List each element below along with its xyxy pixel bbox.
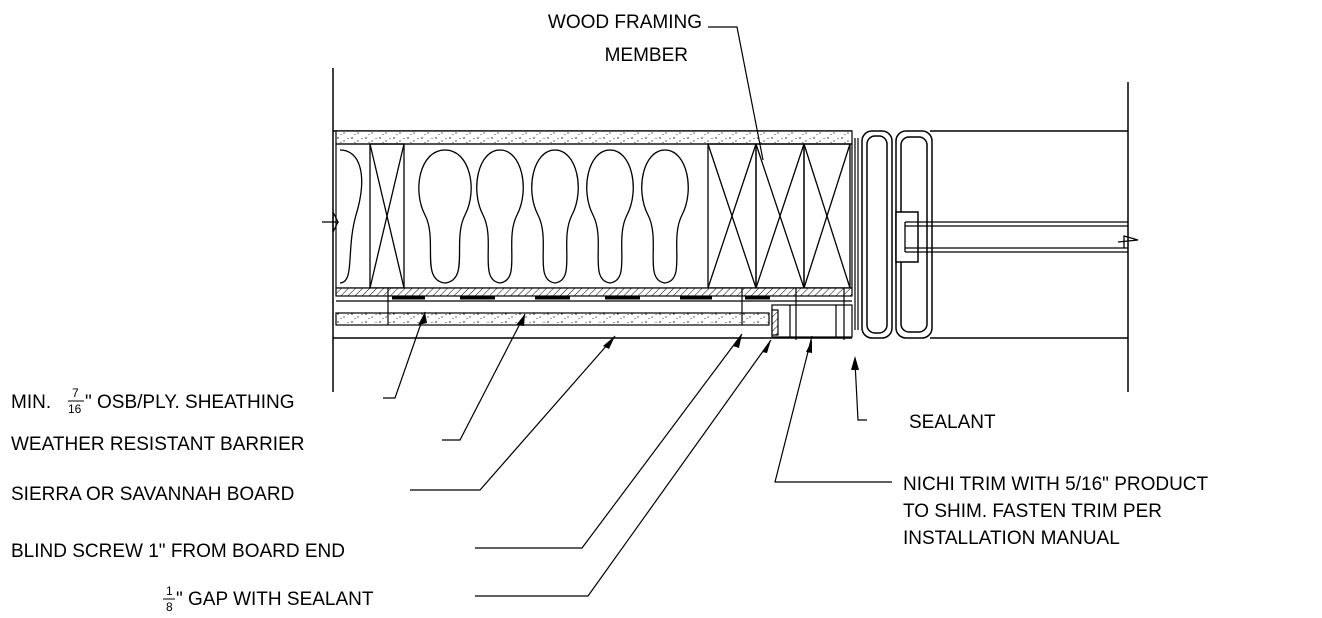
leader-arrowheads: [418, 312, 859, 370]
nichi-trim-label-line1: NICHI TRIM WITH 5/16" PRODUCT: [903, 474, 1209, 495]
gap-label-suffix: " GAP WITH SEALANT: [176, 589, 374, 610]
glazing-unit: [904, 221, 1139, 253]
nichi-trim-label-line3: INSTALLATION MANUAL: [903, 528, 1120, 549]
osb-label-prefix: MIN.: [11, 392, 51, 413]
insulation-batts: [335, 143, 853, 289]
osb-label-suffix: " OSB/PLY. SHEATHING: [85, 392, 294, 413]
wood-framing-label-line1: WOOD FRAMING: [548, 12, 702, 33]
osb-fraction-numerator: 7: [72, 386, 79, 400]
break-line-left: [322, 211, 340, 233]
blind-screw-label: BLIND SCREW 1" FROM BOARD END: [11, 541, 345, 562]
siding-board-label: SIERRA OR SAVANNAH BOARD: [11, 484, 294, 505]
gap-fraction-denominator: 8: [166, 600, 173, 614]
wrb-label: WEATHER RESISTANT BARRIER: [11, 434, 304, 455]
gap-fraction-numerator: 1: [166, 584, 173, 598]
wood-framing-label-line2: MEMBER: [605, 45, 688, 66]
wood-framing-studs: [369, 143, 851, 289]
sealant-label: SEALANT: [909, 412, 996, 433]
osb-sheathing: [335, 287, 853, 297]
siding-board: [335, 312, 770, 326]
gap-sealant-label: 1 8 " GAP WITH SEALANT: [163, 584, 374, 614]
wall-boundaries: [332, 68, 1129, 392]
osb-sheathing-label: MIN. 7 16 " OSB/PLY. SHEATHING: [11, 386, 294, 416]
interior-board: [335, 130, 853, 145]
fasteners: [387, 288, 845, 340]
leader-lines: [383, 26, 892, 597]
osb-fraction-denominator: 16: [68, 402, 82, 416]
window-frame: [854, 130, 933, 339]
nichi-trim-label-line2: TO SHIM. FASTEN TRIM PER: [903, 501, 1162, 522]
nichi-trim: [771, 304, 853, 338]
